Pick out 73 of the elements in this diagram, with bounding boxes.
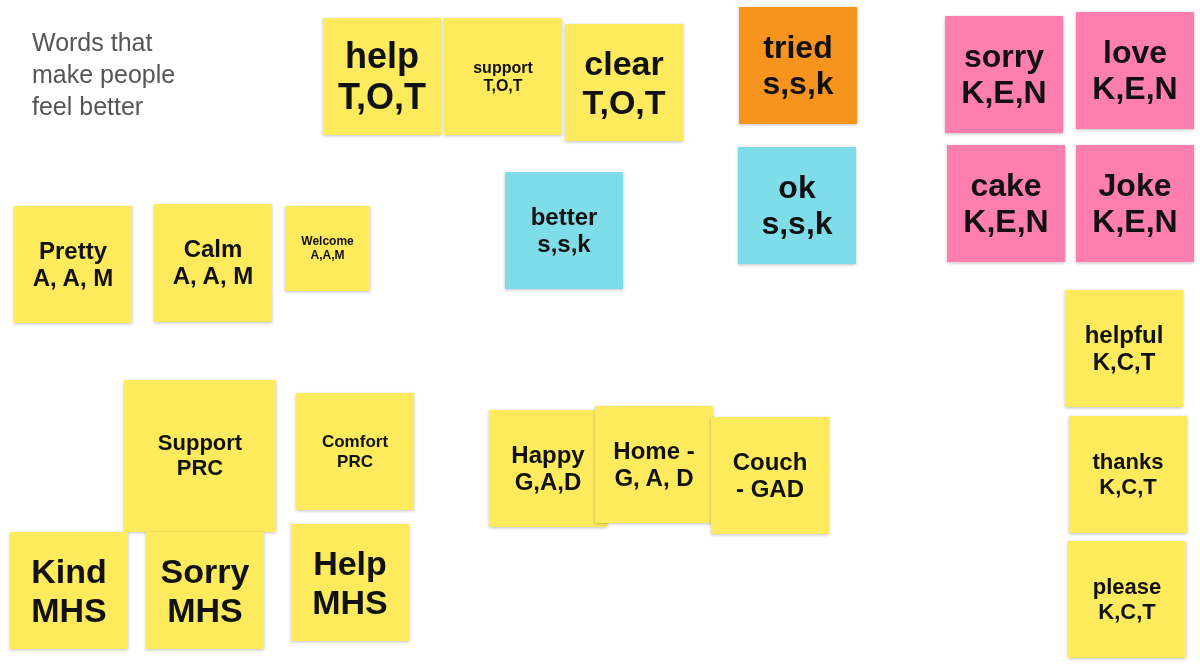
note-code: T,O,T bbox=[338, 76, 426, 117]
note-word: tried bbox=[763, 29, 833, 66]
note-code: G,A,D bbox=[514, 468, 582, 496]
sticky-note bbox=[1068, 541, 1186, 658]
sticky-note bbox=[947, 145, 1065, 262]
sticky-note bbox=[10, 532, 128, 649]
sticky-note bbox=[1076, 12, 1194, 129]
sticky-note bbox=[296, 393, 414, 510]
sticky-note bbox=[154, 204, 272, 322]
sticky-note bbox=[595, 406, 713, 523]
note-code: - GAD bbox=[736, 475, 804, 503]
note-word: cake bbox=[970, 167, 1042, 204]
note-word: love bbox=[1103, 34, 1167, 71]
note-code: K,E,N bbox=[961, 74, 1047, 111]
note-code: K,C,T bbox=[1092, 348, 1156, 376]
note-word: Pretty bbox=[39, 237, 107, 265]
note-code: A,A,M bbox=[310, 248, 345, 262]
note-code: s,s,k bbox=[762, 65, 834, 102]
note-word: Welcome bbox=[301, 235, 354, 249]
sticky-note bbox=[146, 532, 264, 649]
note-code: A, A, M bbox=[172, 263, 254, 290]
note-code: s,s,k bbox=[537, 230, 591, 258]
note-code: A, A, M bbox=[32, 264, 114, 292]
note-word: Calm bbox=[183, 236, 243, 263]
sticky-note bbox=[565, 24, 683, 141]
note-word: Help bbox=[313, 544, 387, 583]
note-code: s,s,k bbox=[761, 205, 833, 242]
note-word: ok bbox=[778, 169, 816, 206]
sticky-note bbox=[444, 18, 562, 135]
sticky-note bbox=[1069, 416, 1187, 533]
sticky-note bbox=[1065, 290, 1183, 407]
note-word: Joke bbox=[1098, 167, 1172, 204]
note-code: PRC bbox=[176, 456, 224, 481]
note-code: K,E,N bbox=[963, 203, 1049, 240]
sticky-note bbox=[285, 206, 370, 291]
note-word: Kind bbox=[31, 552, 107, 591]
note-word: please bbox=[1092, 574, 1162, 600]
sticky-note bbox=[14, 206, 132, 323]
note-code: K,C,T bbox=[1099, 474, 1157, 500]
note-code: T,O,T bbox=[483, 76, 523, 95]
sticky-note bbox=[505, 172, 623, 289]
note-word: support bbox=[473, 58, 533, 77]
note-code: G, A, D bbox=[614, 464, 694, 492]
sticky-note bbox=[945, 16, 1063, 133]
note-code: K,E,N bbox=[1092, 203, 1178, 240]
sticky-note bbox=[291, 524, 409, 641]
note-word: helpful bbox=[1084, 321, 1164, 349]
sticky-note bbox=[1076, 145, 1194, 262]
sticky-note bbox=[739, 7, 857, 124]
note-word: thanks bbox=[1092, 449, 1164, 475]
note-word: Home - bbox=[613, 437, 695, 465]
note-code: PRC bbox=[337, 451, 373, 471]
note-word: Couch bbox=[732, 448, 808, 476]
note-word: Sorry bbox=[160, 552, 250, 591]
sticky-note bbox=[711, 417, 829, 534]
note-code: T,O,T bbox=[582, 82, 666, 121]
note-word: Comfort bbox=[321, 432, 389, 452]
sticky-note bbox=[489, 410, 607, 527]
board-title: Words that make people feel better bbox=[32, 27, 177, 122]
note-code: K,C,T bbox=[1098, 599, 1156, 625]
sticky-note bbox=[738, 147, 856, 264]
note-word: help bbox=[345, 36, 419, 77]
note-word: Support bbox=[157, 431, 243, 456]
sticky-note bbox=[323, 18, 441, 135]
note-code: MHS bbox=[312, 582, 388, 621]
note-code: K,E,N bbox=[1092, 70, 1178, 107]
note-word: sorry bbox=[963, 38, 1044, 75]
note-code: MHS bbox=[31, 590, 107, 629]
sticky-note bbox=[124, 380, 276, 532]
note-word: better bbox=[530, 203, 598, 231]
note-code: MHS bbox=[167, 590, 243, 629]
note-word: Happy bbox=[511, 441, 585, 469]
note-word: clear bbox=[584, 44, 664, 83]
